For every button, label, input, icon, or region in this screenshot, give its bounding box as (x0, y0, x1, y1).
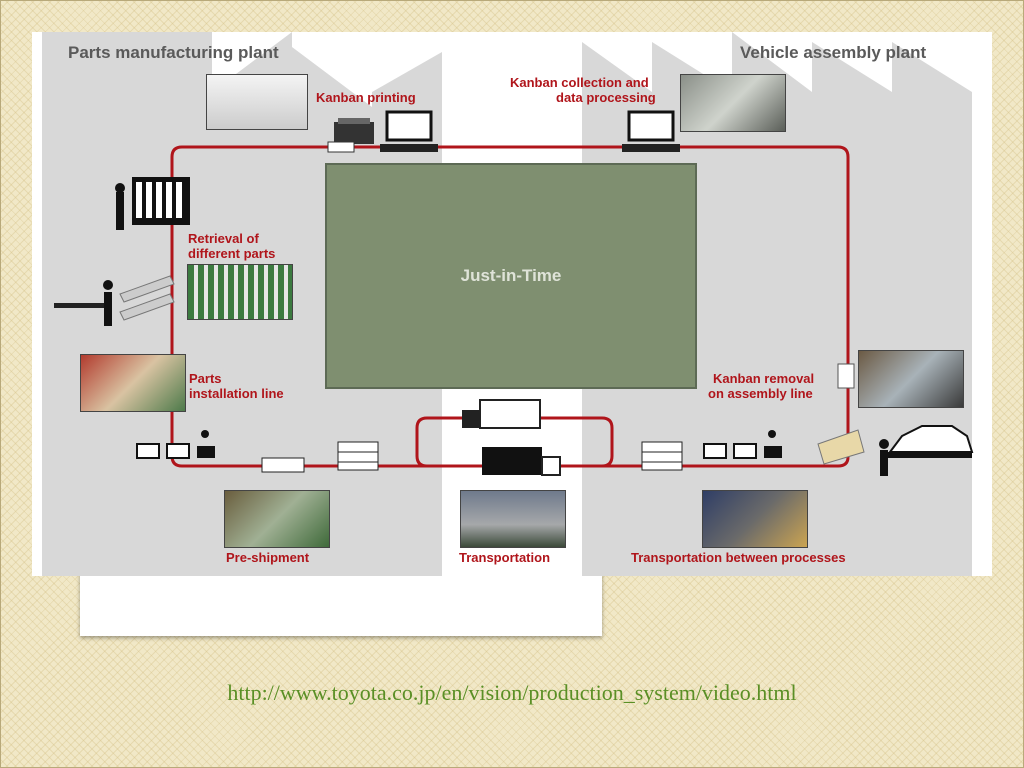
transportation-label: Transportation (459, 550, 551, 565)
transport-loop-line (415, 416, 614, 468)
truck-white-icon (462, 399, 541, 429)
collection-photo (680, 74, 786, 132)
printer-photo (206, 74, 308, 130)
parts-install-label-2: installation line (189, 386, 284, 401)
kanban-collection-label-2: data processing (556, 90, 656, 105)
kanban-collection-label-1: Kanban collection and (510, 75, 649, 90)
preship-photo (224, 490, 330, 548)
computer-icon-left (380, 110, 438, 152)
worker-chute-icon (54, 275, 175, 326)
jit-center-box: Just-in-Time (325, 163, 697, 389)
cart-train-right-icon (703, 430, 782, 459)
pre-shipment-label: Pre-shipment (226, 550, 310, 565)
kanban-card-icon (837, 363, 855, 389)
cart-train-left-icon (136, 430, 215, 459)
vehicle-plant-label: Vehicle assembly plant (740, 43, 927, 62)
parts-rack-icon (115, 177, 190, 230)
source-url[interactable]: http://www.toyota.co.jp/en/vision/produc… (227, 680, 797, 705)
kanban-loop-line (170, 145, 850, 468)
jit-label: Just-in-Time (460, 266, 562, 285)
removal-photo (858, 350, 964, 408)
truck-black-icon (482, 447, 561, 476)
pallet-icon-right (641, 441, 683, 471)
computer-icon-right (622, 110, 680, 152)
kanban-removal-label-2: on assembly line (708, 386, 813, 401)
retrieval-label-2: different parts (188, 246, 276, 261)
install-photo (80, 354, 186, 412)
jit-diagram: Just-in-Time Parts manufacturing plant V… (32, 32, 992, 576)
between-photo (702, 490, 808, 548)
pallet-icon-left (261, 441, 379, 473)
kanban-printing-label: Kanban printing (316, 90, 416, 105)
transport-photo (460, 490, 566, 548)
parts-plant-label: Parts manufacturing plant (68, 43, 279, 62)
car-body-icon (817, 425, 974, 476)
retrieval-photo (187, 264, 293, 320)
retrieval-label-1: Retrieval of (188, 231, 259, 246)
kanban-printer-icon (327, 118, 374, 153)
parts-install-label-1: Parts (189, 371, 222, 386)
kanban-removal-label-1: Kanban removal (713, 371, 815, 386)
transport-between-label: Transportation between processes (631, 550, 846, 565)
